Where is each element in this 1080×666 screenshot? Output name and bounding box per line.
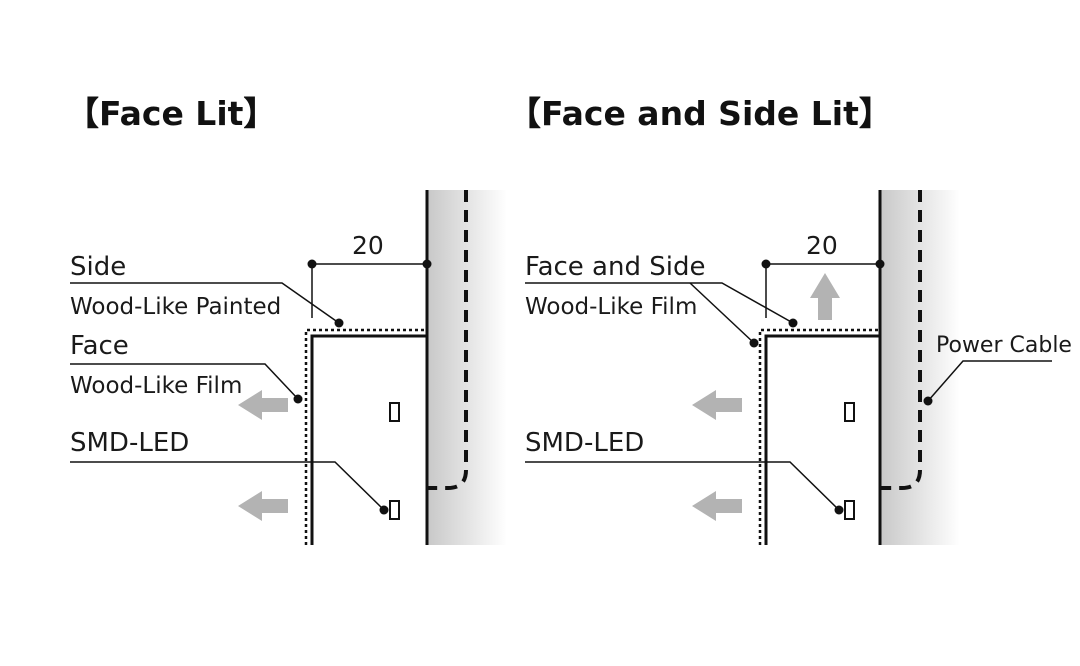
- left-power-cable: [427, 190, 468, 490]
- left-led-upper: [389, 402, 400, 422]
- right-led-leader: [525, 461, 840, 511]
- right-film-leader-side: [689, 282, 755, 344]
- left-side-coating: [304, 328, 427, 545]
- left-face-leader: [70, 363, 299, 400]
- right-face-side-material: Wood-Like Film: [525, 294, 697, 320]
- left-side-leader: [70, 282, 340, 324]
- right-dimension-value: 20: [806, 231, 838, 260]
- left-led-leader-dot: [379, 505, 389, 515]
- right-led-lower: [844, 500, 855, 520]
- right-led-upper: [844, 402, 855, 422]
- right-light-arrow-lower: [692, 491, 742, 521]
- right-film-leader-top-dot: [788, 318, 798, 328]
- right-film-leader-side-dot: [749, 338, 759, 348]
- left-dimension-dot-start: [307, 259, 317, 269]
- right-film-leader-top: [525, 282, 794, 324]
- left-title: 【Face Lit】: [66, 94, 276, 133]
- power-cable-label: Power Cable: [936, 333, 1072, 358]
- right-wall: [880, 190, 960, 545]
- left-panel: 【Face Lit】 20 Side Wood-Like Painted Fac…: [66, 94, 507, 545]
- power-cable-leader-dot: [923, 396, 933, 406]
- left-side-leader-dot: [334, 318, 344, 328]
- right-dimension-dot-start: [761, 259, 771, 269]
- left-led-leader: [70, 461, 385, 511]
- right-light-arrow-upper: [692, 390, 742, 420]
- right-power-cable: [880, 190, 922, 490]
- power-cable-leader: [927, 360, 1052, 402]
- right-face-panel: [764, 334, 880, 545]
- left-face-material: Wood-Like Film: [70, 373, 242, 399]
- left-side-label: Side: [70, 252, 126, 282]
- left-face-leader-dot: [293, 394, 303, 404]
- right-led-leader-dot: [834, 505, 844, 515]
- left-face-panel: [310, 334, 427, 545]
- left-led-label: SMD-LED: [70, 428, 189, 458]
- right-light-arrow-up: [810, 273, 840, 320]
- left-face-label: Face: [70, 331, 129, 361]
- right-face-side-label: Face and Side: [525, 252, 705, 282]
- right-title: 【Face and Side Lit】: [508, 94, 892, 133]
- left-dimension-value: 20: [352, 231, 384, 260]
- left-wall: [427, 190, 507, 545]
- left-light-arrow-upper: [238, 390, 288, 420]
- left-led-lower: [389, 500, 400, 520]
- left-dimension-dot-end: [422, 259, 432, 269]
- left-side-material: Wood-Like Painted: [70, 294, 281, 320]
- right-film-coating: [758, 328, 880, 545]
- right-led-label: SMD-LED: [525, 428, 644, 458]
- right-dimension-dot-end: [875, 259, 885, 269]
- right-panel: 【Face and Side Lit】 20 Face and Side Woo…: [508, 94, 1072, 545]
- left-light-arrow-lower: [238, 491, 288, 521]
